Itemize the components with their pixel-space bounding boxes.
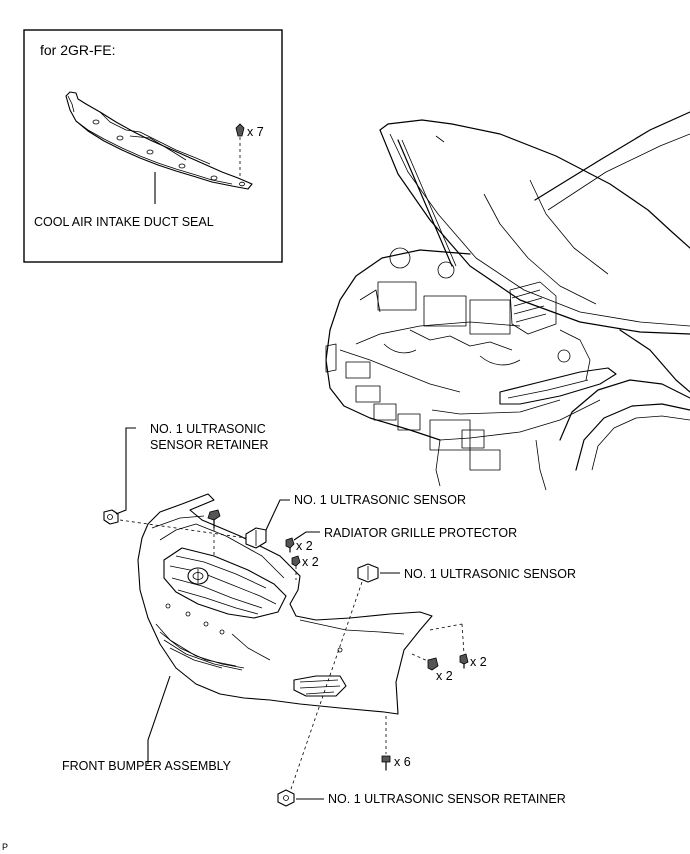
side-screw-icon bbox=[427, 657, 439, 671]
corner-mark: P bbox=[2, 842, 8, 852]
sensor-right-label: NO. 1 ULTRASONIC SENSOR bbox=[404, 567, 576, 581]
sensor-retainer-bottom-label: NO. 1 ULTRASONIC SENSOR RETAINER bbox=[328, 792, 566, 806]
side-clip-icon bbox=[459, 653, 469, 669]
leader-lines bbox=[115, 427, 400, 800]
inset-title: for 2GR-FE: bbox=[40, 42, 115, 58]
front-bumper bbox=[137, 493, 433, 715]
grille-bolt-icon bbox=[207, 509, 221, 556]
grille-screw-icon bbox=[285, 537, 295, 553]
sensor-retainer-top-label-line1: NO. 1 ULTRASONIC bbox=[150, 422, 266, 436]
sensor-right-icon bbox=[357, 563, 379, 583]
side-screw-qty: x 2 bbox=[436, 669, 453, 683]
front-bumper-label: FRONT BUMPER ASSEMBLY bbox=[62, 759, 232, 773]
grille-screw-qty: x 2 bbox=[296, 539, 313, 553]
sensor-retainer-top-label-line2: SENSOR RETAINER bbox=[150, 438, 269, 452]
sensor-upper-icon bbox=[245, 527, 267, 549]
sensor-upper-label: NO. 1 ULTRASONIC SENSOR bbox=[294, 493, 466, 507]
bottom-screw-qty: x 6 bbox=[394, 755, 411, 769]
grille-clip-qty: x 2 bbox=[302, 555, 319, 569]
fasteners bbox=[103, 509, 469, 807]
grille-protector-label: RADIATOR GRILLE PROTECTOR bbox=[324, 526, 517, 540]
vehicle-illustration bbox=[325, 111, 690, 491]
duct-seal-part bbox=[65, 91, 253, 190]
inset-clip-icon bbox=[235, 123, 245, 176]
inset-panel: for 2GR-FE: x 7 COOL AIR INTAKE DUCT SEA… bbox=[23, 29, 283, 263]
sensor-retainer-lower-icon bbox=[277, 789, 295, 807]
sensor-retainer-upper-icon bbox=[103, 509, 119, 525]
grille-clip-icon bbox=[291, 555, 301, 580]
inset-qty: x 7 bbox=[247, 125, 264, 139]
duct-seal-label: COOL AIR INTAKE DUCT SEAL bbox=[34, 215, 214, 229]
side-clip-qty: x 2 bbox=[470, 655, 487, 669]
bottom-screw-icon bbox=[381, 755, 391, 771]
